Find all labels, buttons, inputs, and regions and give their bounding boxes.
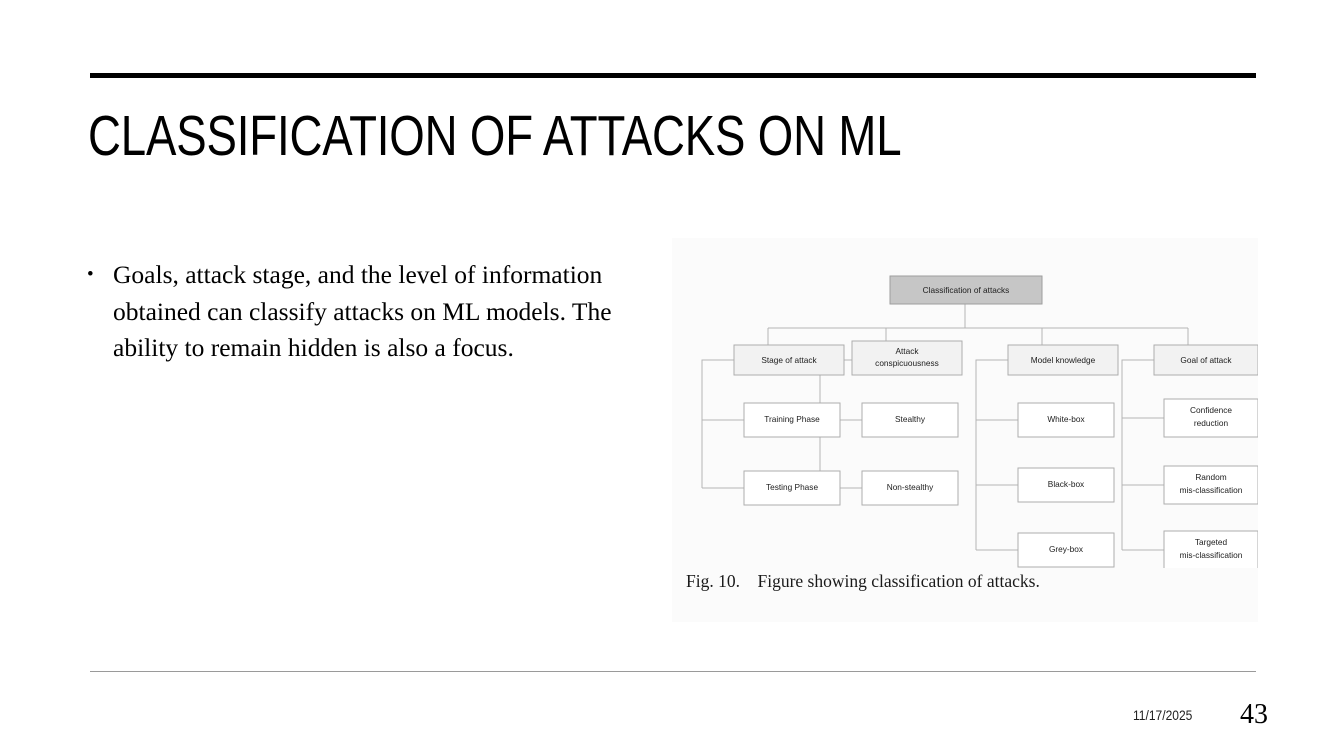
node-leaf-2-2-label: Non-stealthy: [887, 482, 934, 492]
node-branch-model-knowledge: Model knowledge: [1007, 344, 1119, 376]
node-leaf-testing-phase: Testing Phase: [743, 470, 841, 506]
node-root-box: [889, 275, 1043, 305]
spine-branch-3: [975, 359, 1008, 550]
node-leaf-1-2-box: [743, 470, 841, 506]
footer-divider: [90, 671, 1256, 672]
node-leaf-non-stealthy: Non-stealthy: [861, 470, 959, 506]
node-leaf-3-2-box: [1017, 467, 1115, 503]
node-leaf-grey-box: Grey-box: [1017, 532, 1115, 568]
node-leaf-4-2-box: [1163, 465, 1258, 505]
node-leaf-white-box: White-box: [1017, 402, 1115, 438]
node-leaf-3-2-label: Black-box: [1048, 479, 1085, 489]
body-content: • Goals, attack stage, and the level of …: [84, 257, 656, 367]
page-number: 43: [1240, 699, 1268, 730]
node-leaf-4-1-label-line2: reduction: [1194, 418, 1229, 428]
node-leaf-3-1-box: [1017, 402, 1115, 438]
node-leaf-3-3-box: [1017, 532, 1115, 568]
node-leaf-4-2-label-line2: mis-classification: [1180, 485, 1243, 495]
node-leaf-4-1-box: [1163, 398, 1258, 438]
node-leaf-2-2-box: [861, 470, 959, 506]
node-leaf-4-2-label-line1: Random: [1195, 472, 1226, 482]
node-leaf-1-1-label: Training Phase: [764, 414, 820, 424]
figure-caption: Fig. 10. Figure showing classification o…: [686, 571, 1040, 591]
node-branch-attack-conspicuousness: Attack conspicuousness: [851, 340, 963, 376]
node-root: Classification of attacks: [889, 275, 1043, 305]
node-leaf-3-1-label: White-box: [1047, 414, 1085, 424]
node-root-label: Classification of attacks: [923, 285, 1010, 295]
node-leaf-targeted-mis-classification: Targeted mis-classification: [1163, 530, 1258, 568]
node-branch-1-label: Stage of attack: [761, 355, 817, 365]
node-leaf-random-mis-classification: Random mis-classification: [1163, 465, 1258, 505]
node-branch-1-box: [733, 344, 845, 376]
node-leaf-4-3-label-line1: Targeted: [1195, 537, 1228, 547]
node-branch-2-box: [851, 340, 963, 376]
node-branch-3-label: Model knowledge: [1031, 355, 1096, 365]
node-leaf-4-3-label-line2: mis-classification: [1180, 550, 1243, 560]
node-leaf-4-1-label-line1: Confidence: [1190, 405, 1232, 415]
node-leaf-black-box: Black-box: [1017, 467, 1115, 503]
footer-date: 11/17/2025: [1133, 707, 1193, 723]
bullet-text: Goals, attack stage, and the level of in…: [113, 260, 612, 362]
node-leaf-1-1-box: [743, 402, 841, 438]
bullet-marker: •: [87, 264, 94, 285]
node-leaf-4-3-box: [1163, 530, 1258, 568]
bullet-item: • Goals, attack stage, and the level of …: [84, 257, 656, 367]
node-branch-2-label-line2: conspicuousness: [875, 358, 939, 368]
node-branch-3-box: [1007, 344, 1119, 376]
title-top-rule: [90, 73, 1256, 78]
node-leaf-training-phase: Training Phase: [743, 402, 841, 438]
node-branch-4-box: [1153, 344, 1258, 376]
classification-tree-diagram: Classification of attacks Stage of attac…: [672, 238, 1258, 568]
node-branch-2-label-line1: Attack: [895, 346, 919, 356]
node-leaf-2-1-box: [861, 402, 959, 438]
node-leaf-confidence-reduction: Confidence reduction: [1163, 398, 1258, 438]
figure-panel: Classification of attacks Stage of attac…: [672, 238, 1258, 622]
node-branch-4-label: Goal of attack: [1180, 355, 1232, 365]
spine-branch-4: [1121, 359, 1154, 550]
node-branch-goal-of-attack: Goal of attack: [1153, 344, 1258, 376]
node-leaf-stealthy: Stealthy: [861, 402, 959, 438]
spine-branch-1: [701, 359, 734, 488]
node-branch-stage-of-attack: Stage of attack: [733, 344, 845, 376]
page-title: CLASSIFICATION OF ATTACKS ON ML: [88, 104, 902, 168]
node-leaf-1-2-label: Testing Phase: [766, 482, 819, 492]
node-leaf-2-1-label: Stealthy: [895, 414, 926, 424]
node-leaf-3-3-label: Grey-box: [1049, 544, 1084, 554]
